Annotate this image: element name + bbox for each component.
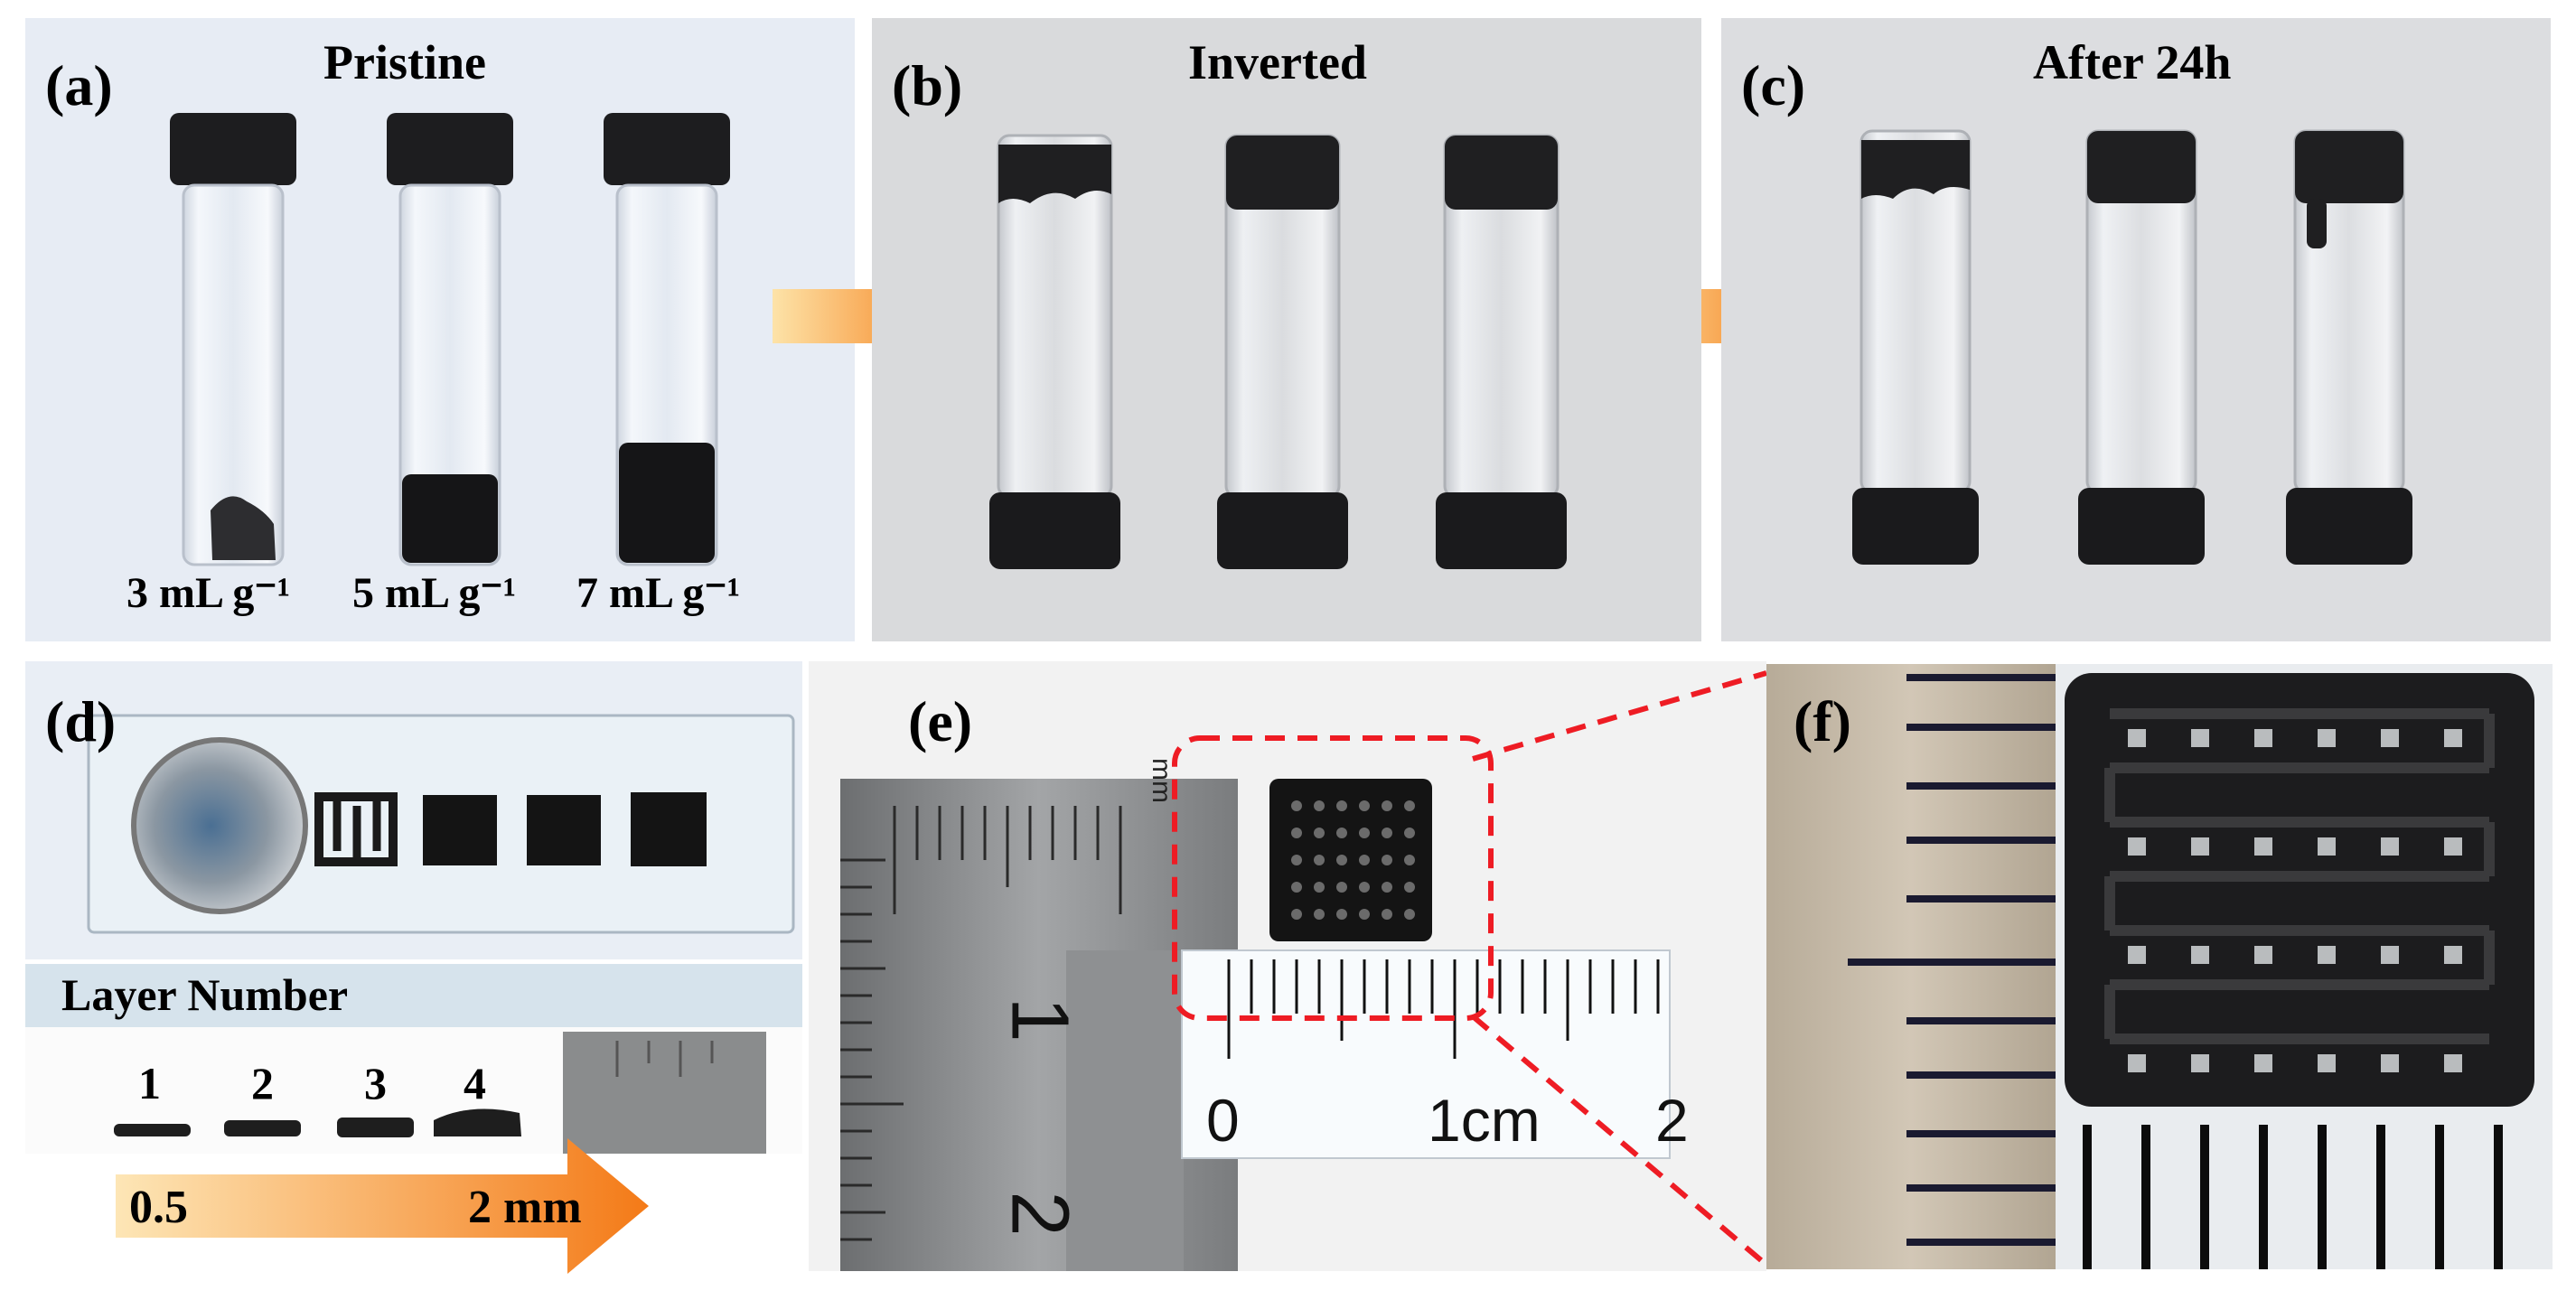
vial-5: [387, 113, 513, 566]
vial-label-3: 3 mL g⁻¹: [126, 569, 291, 617]
panel-a: (a) Pristine 3 mL g⁻¹ 5 mL g⁻¹ 7 mL g⁻¹: [25, 18, 855, 641]
layer-samples: [114, 1108, 521, 1137]
panel-a-label: (a): [45, 53, 113, 117]
panel-f: (f): [1766, 664, 2553, 1269]
panel-b: (b) Inverted: [872, 18, 1701, 641]
panel-b-label: (b): [892, 53, 963, 117]
layer-number-title: Layer Number: [61, 969, 349, 1020]
panel-b-title: Inverted: [1188, 35, 1367, 89]
vial-inverted-3: [1436, 134, 1567, 569]
vial-7: [604, 113, 730, 566]
panel-d-photo: [25, 661, 802, 1274]
layer-label-4: 4: [464, 1058, 486, 1108]
layer-label-2: 2: [251, 1058, 274, 1108]
panel-a-photo: [170, 113, 730, 566]
vial-inverted-1: [989, 134, 1120, 569]
ruler-bottom-1cm: 1cm: [1428, 1087, 1541, 1154]
vial-label-5: 5 mL g⁻¹: [352, 569, 517, 617]
ruler-top-unit: mm: [1146, 758, 1176, 803]
lattice-sample: [1269, 779, 1432, 941]
panel-f-photo: [1766, 664, 2553, 1269]
coin-cell: [131, 737, 308, 914]
thickness-arrow: [116, 1138, 649, 1274]
panel-d-label: (d): [45, 689, 117, 753]
panel-c-photo: [1852, 129, 2412, 565]
vial-24h-2: [2078, 129, 2205, 565]
panel-a-title: Pristine: [323, 35, 486, 89]
ruler-left-1: 1: [994, 996, 1085, 1043]
vial-24h-3: [2286, 129, 2412, 565]
panel-e: (e) mm 1 2 0 1cm 2: [809, 661, 1766, 1271]
range-start: 0.5: [129, 1182, 188, 1233]
vial-24h-1: [1852, 129, 1979, 565]
panel-b-photo: [989, 134, 1567, 569]
range-end: 2 mm: [468, 1182, 582, 1233]
ruler-bottom-2: 2: [1655, 1087, 1689, 1154]
layer-label-1: 1: [138, 1058, 161, 1108]
ruler-bottom-0: 0: [1206, 1087, 1240, 1154]
panel-f-label: (f): [1794, 689, 1851, 753]
panel-c-label: (c): [1741, 53, 1806, 117]
panel-d: (d) Layer Number 1 2 3 4 0.5 2 mm: [25, 661, 802, 1285]
panel-e-label: (e): [908, 689, 973, 753]
panel-c: (c) After 24h: [1721, 18, 2551, 641]
vial-label-7: 7 mL g⁻¹: [576, 569, 741, 617]
layer-label-3: 3: [364, 1058, 387, 1108]
vial-3: [170, 113, 296, 566]
vial-inverted-2: [1217, 134, 1348, 569]
zoom-box: [1172, 735, 1494, 1021]
panel-c-title: After 24h: [2033, 35, 2232, 89]
ruler-left-2: 2: [994, 1191, 1085, 1237]
printed-samples: [314, 792, 707, 866]
